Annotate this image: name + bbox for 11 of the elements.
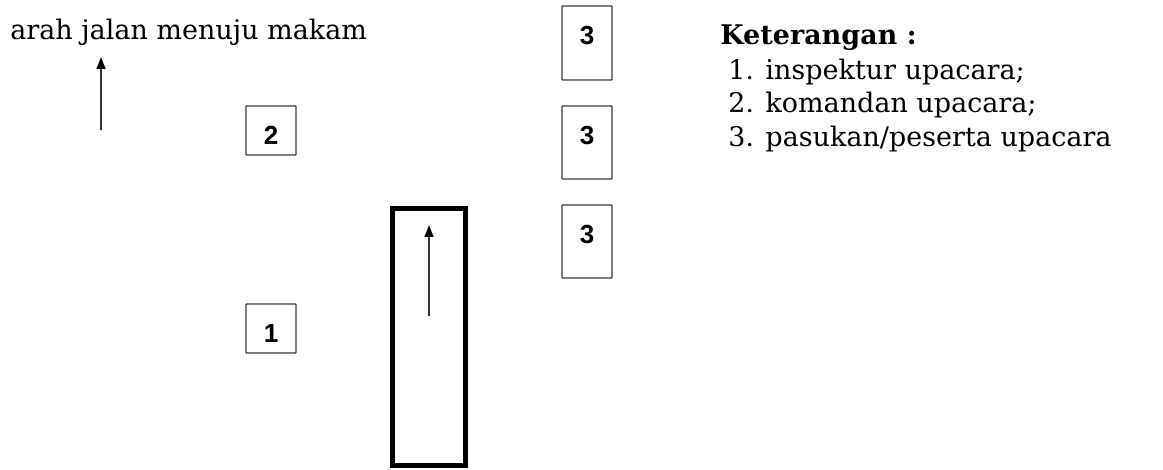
legend-item: 3. pasukan/peserta upacara: [730, 125, 1111, 152]
number-box: 1: [245, 303, 297, 354]
direction-note: arah jalan menuju makam: [11, 18, 367, 45]
number-box: 2: [245, 105, 297, 156]
legend-item: 2. komandan upacara;: [730, 91, 1034, 118]
road-strip: [390, 206, 468, 468]
number-box: 3: [561, 204, 613, 279]
legend-item: 1. inspektur upacara;: [731, 58, 1022, 85]
number-box: 3: [561, 105, 613, 180]
legend-heading: Keterangan :: [721, 24, 915, 50]
number-box: 3: [561, 5, 613, 81]
